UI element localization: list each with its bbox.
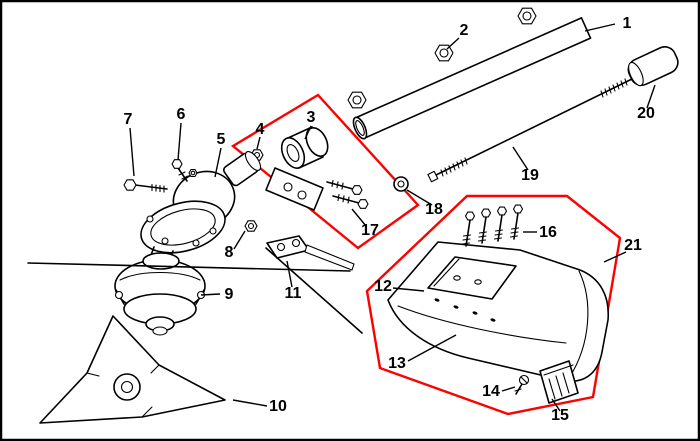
part-label-1: 1 [623,15,632,32]
part-7-bolt [123,179,168,193]
part-label-11: 11 [285,285,302,302]
part-1-main-tube [352,17,592,140]
part-label-20: 20 [637,105,655,122]
leader-lines [129,23,656,412]
part-label-7: 7 [124,111,133,128]
part-12-guard-mount [427,256,517,300]
part-label-15: 15 [551,407,569,424]
part-3-clamp-bracket [265,126,329,211]
part-11-bracket [266,235,355,271]
part-label-17: 17 [361,222,379,239]
part-label-16: 16 [539,224,557,241]
part-15-blade-cover [539,360,579,404]
part-label-10: 10 [269,398,287,415]
part-label-12: 12 [374,278,392,295]
part-label-8: 8 [225,244,234,261]
part-label-14: 14 [482,383,500,400]
part-label-5: 5 [217,131,226,148]
part-16-bolts [461,204,524,247]
part-label-9: 9 [225,286,234,303]
mounting-rods [27,247,363,334]
part-label-2: 2 [460,22,469,39]
part-5-gear-head [140,150,262,268]
part-label-4: 4 [256,121,265,138]
part-19-drive-shaft [427,78,633,183]
highlight-outline-guard-group [365,194,622,416]
part-18-washer [393,176,409,192]
part-label-21: 21 [624,237,642,254]
part-10-blade [39,315,226,424]
part-label-19: 19 [521,167,539,184]
part-20-grip [627,46,679,87]
highlight-outline-clamp-group [230,93,420,250]
part-label-13: 13 [388,355,406,372]
part-14-screw [514,374,530,395]
part-label-6: 6 [177,106,186,123]
callout-labels: 1 2 3 4 5 6 7 8 9 10 11 12 13 14 15 16 1… [124,15,655,424]
part-6-bolt [171,159,198,182]
part-label-3: 3 [307,109,316,126]
part-9-trimmer-head [114,252,206,336]
part-2-nuts [347,7,537,109]
part-8-nut [244,220,258,232]
part-17-bolts [326,179,369,209]
part-label-18: 18 [425,201,443,218]
